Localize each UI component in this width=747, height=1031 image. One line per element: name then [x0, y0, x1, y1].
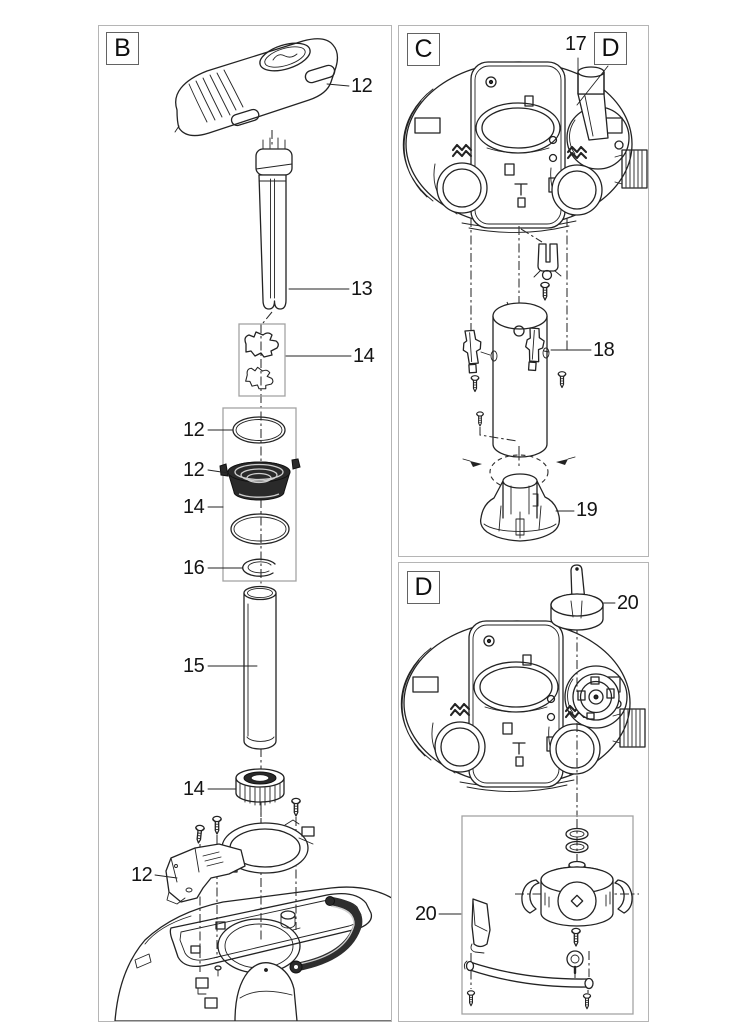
- lamp-clip-set: [238, 323, 286, 397]
- lid-top-view: [402, 60, 648, 234]
- callout-union-nut: 12: [183, 459, 205, 481]
- handle-part: [174, 38, 339, 137]
- callout-bracket: 12: [131, 864, 153, 886]
- callout-quartz-tube: 15: [183, 655, 205, 677]
- circlip-part: [242, 558, 276, 577]
- lamp-sleeve-cylinder: [490, 301, 550, 458]
- lock-ring-part: [235, 768, 285, 806]
- panel-c-drawing: [402, 57, 648, 542]
- quartz-tube-part: [243, 585, 277, 750]
- valve-kit-group: [461, 815, 639, 1015]
- leader-lines: [438, 602, 616, 915]
- panel-c-letter: C: [414, 35, 433, 63]
- mounting-bracket: [165, 797, 315, 905]
- panel-b-letter: B: [114, 34, 131, 62]
- impeller-base-part: [479, 473, 561, 542]
- panel-c: C 17 D 18 19: [398, 25, 649, 557]
- detail-d-ref: D: [594, 32, 627, 65]
- callout-clip-set: 14: [353, 345, 375, 367]
- callout-valve-set: 20: [415, 903, 437, 925]
- leader-lines: [154, 83, 352, 879]
- lamp-holder-bracket: [533, 243, 562, 281]
- valve-knob-part: [550, 564, 604, 631]
- callout-impeller-base: 19: [576, 499, 598, 521]
- lid-top-view-d: [400, 619, 647, 793]
- valve-rotor-installed: [572, 673, 620, 721]
- panel-b-drawing: [114, 38, 391, 1021]
- valve-rotor-part: [521, 860, 633, 927]
- panel-d: D 20 20: [398, 562, 649, 1022]
- panel-c-tag: C: [407, 33, 440, 66]
- uvc-lamp-part: [255, 137, 293, 310]
- callout-handle: 12: [351, 75, 373, 97]
- retaining-clips: [461, 327, 567, 442]
- callout-circlip: 16: [183, 557, 205, 579]
- panel-b: B 12 13 14 12 12 14 16 15 14 12: [98, 25, 392, 1022]
- callout-clip: 18: [593, 339, 615, 361]
- union-nut-part: [219, 458, 301, 501]
- callout-inlet: 17: [565, 33, 587, 55]
- panel-d-letter: D: [414, 573, 433, 601]
- filter-body: [114, 886, 391, 1021]
- callout-lock-ring: 14: [183, 778, 205, 800]
- callout-knob: 20: [617, 592, 639, 614]
- plug-washer-part: [566, 950, 584, 975]
- flat-bracket-part: [470, 898, 491, 954]
- detail-d-letter: D: [601, 34, 620, 62]
- lid-underside-outline: [462, 452, 576, 493]
- callout-lamp: 13: [351, 278, 373, 300]
- seal-group: [219, 407, 301, 582]
- panel-d-drawing: [400, 564, 647, 1015]
- panel-d-tag: D: [407, 571, 440, 604]
- link-rod-part: [463, 960, 594, 990]
- callout-oring-group: 14: [183, 496, 205, 518]
- callout-oring-large: 12: [183, 419, 205, 441]
- leader-lines: [550, 57, 609, 512]
- panel-b-tag: B: [106, 32, 139, 65]
